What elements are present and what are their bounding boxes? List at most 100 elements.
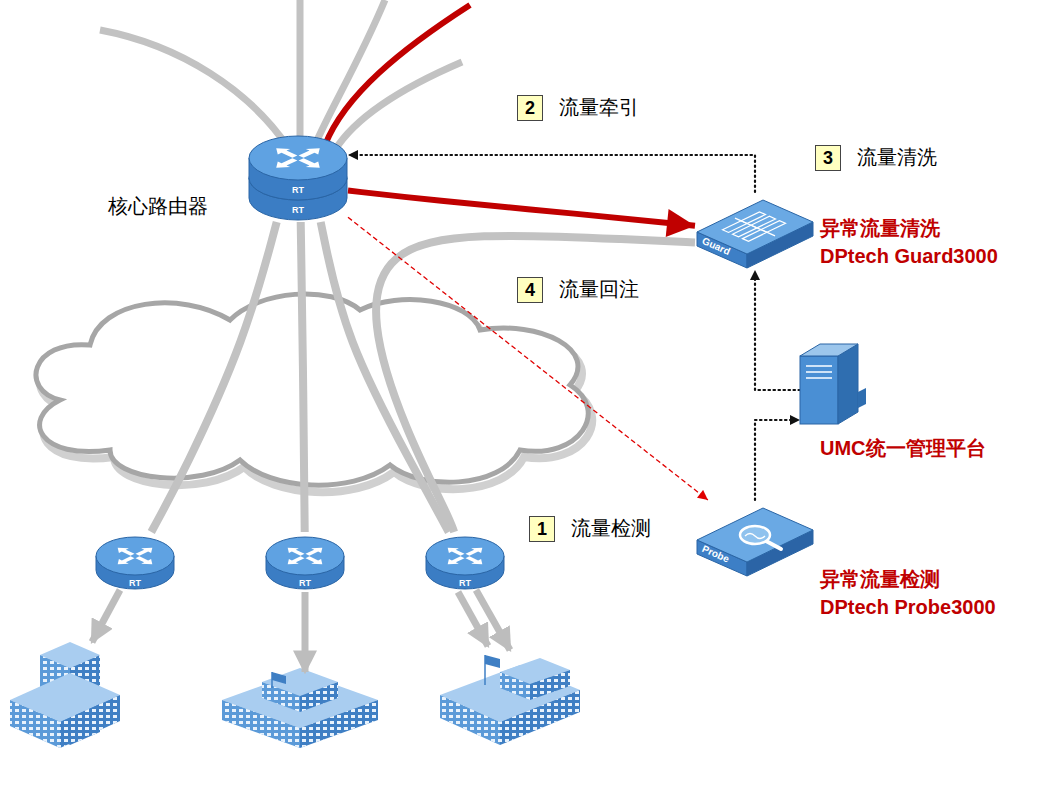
building-windows: [60, 695, 120, 748]
building-windows: [500, 690, 580, 745]
router-arrow-symbol: [113, 555, 138, 567]
router-top: [426, 537, 504, 575]
step-label: 流量回注: [559, 276, 639, 302]
router-arrow-symbol: [463, 555, 488, 567]
router-arrow-symbol: [133, 545, 158, 557]
device-tag: RT: [248, 185, 348, 196]
router-arrow-symbol: [443, 545, 468, 557]
management-server: UMC统一管理平台: [800, 342, 860, 426]
callout-number: 4: [517, 277, 543, 303]
traffic-arrow: [476, 590, 510, 650]
building-face: [262, 682, 300, 712]
building-windows: [10, 700, 60, 748]
router-arrow-symbol: [270, 145, 301, 159]
icon-group: [249, 136, 347, 220]
building-windows: [530, 670, 570, 700]
router-arrow-symbol: [303, 555, 328, 567]
device-tag: RT: [265, 578, 345, 589]
firewall-symbol: [733, 216, 776, 237]
cleaning-device: Guard异常流量清洗 DPtech Guard3000: [695, 192, 815, 270]
connectors: [151, 155, 800, 532]
probe-icon: [695, 500, 815, 578]
router-arrow-symbol: [113, 545, 138, 557]
control-arrow: [348, 155, 755, 192]
device-tag: RT: [95, 578, 175, 589]
traffic-line: [297, 0, 304, 140]
router-top: [266, 537, 344, 575]
router-arrow-symbol: [295, 157, 326, 171]
callout-number: 1: [529, 516, 555, 542]
signal-symbol: [745, 534, 765, 539]
control-arrow: [755, 270, 800, 390]
guard-icon: [695, 192, 815, 270]
traffic-arrow: [302, 592, 309, 672]
flag: [485, 655, 500, 668]
step-label: 流量检测: [571, 515, 651, 541]
traffic-line: [100, 30, 290, 150]
server-bay: [806, 377, 832, 379]
router-arrow-symbol: [133, 555, 158, 567]
step-label: 流量清洗: [857, 144, 937, 170]
router-top: [249, 136, 347, 180]
traffic-line: [335, 62, 462, 150]
traffic-line: [321, 222, 449, 532]
icon-group: [697, 508, 813, 576]
router-arrow-symbol: [270, 157, 301, 171]
building-face: [440, 695, 500, 745]
router-arrow-symbol: [283, 545, 308, 557]
router-arrow-symbol: [283, 555, 308, 567]
server-top: [800, 344, 858, 356]
building-face: [300, 682, 338, 712]
edge-router: RT: [265, 532, 345, 592]
building-windows: [440, 695, 500, 745]
device-title: 异常流量检测 DPtech Probe3000: [820, 565, 1035, 621]
icon-group: [800, 344, 866, 424]
server-side: [838, 344, 858, 424]
traffic-line: [301, 222, 305, 532]
server-bay: [806, 371, 832, 373]
node-title: 核心路由器: [108, 194, 208, 218]
router-arrow-symbol: [303, 545, 328, 557]
control-arrow: [755, 420, 800, 500]
building-face: [500, 690, 580, 745]
icon-group: [426, 537, 504, 589]
device-title: 异常流量清洗 DPtech Guard3000: [820, 214, 1035, 270]
building-windows: [500, 672, 530, 700]
building-face: [500, 672, 530, 700]
detection-device: Probe异常流量检测 DPtech Probe3000: [695, 500, 815, 578]
core-router: RTRT核心路由器: [248, 134, 348, 222]
router-arrow-symbol: [295, 145, 326, 159]
network-cloud: [36, 294, 588, 485]
callout-number: 3: [815, 145, 841, 171]
icon-group: [96, 537, 174, 589]
mirror-arrow: [348, 217, 708, 500]
router-arrow-symbol: [443, 555, 468, 567]
magnifier-lens: [740, 526, 770, 544]
device-tag: RT: [248, 205, 348, 216]
building-face: [60, 695, 120, 748]
attack-traffic-line: [325, 5, 470, 145]
magnifier-handle: [766, 541, 781, 549]
traffic-arrow: [92, 590, 120, 642]
device-title: UMC统一管理平台: [820, 434, 986, 462]
server-icon: [800, 342, 860, 426]
flow-symbol: [735, 218, 775, 236]
traffic-line: [315, 0, 385, 145]
server-front: [800, 356, 838, 424]
server-bay: [806, 365, 832, 367]
building-face: [530, 670, 570, 700]
flag: [272, 672, 286, 684]
step-label: 流量牵引: [559, 94, 639, 120]
building-windows: [300, 682, 338, 712]
building-face: [10, 700, 60, 748]
diversion-arrow: [348, 191, 695, 226]
callout-number: 2: [517, 95, 543, 121]
edge-router: RT: [95, 532, 175, 592]
icon-group: [697, 200, 813, 268]
device-tag: RT: [425, 578, 505, 589]
traffic-line: [151, 222, 276, 532]
router-top: [96, 537, 174, 575]
edge-router: RT: [425, 532, 505, 592]
server-vent: [858, 388, 866, 408]
